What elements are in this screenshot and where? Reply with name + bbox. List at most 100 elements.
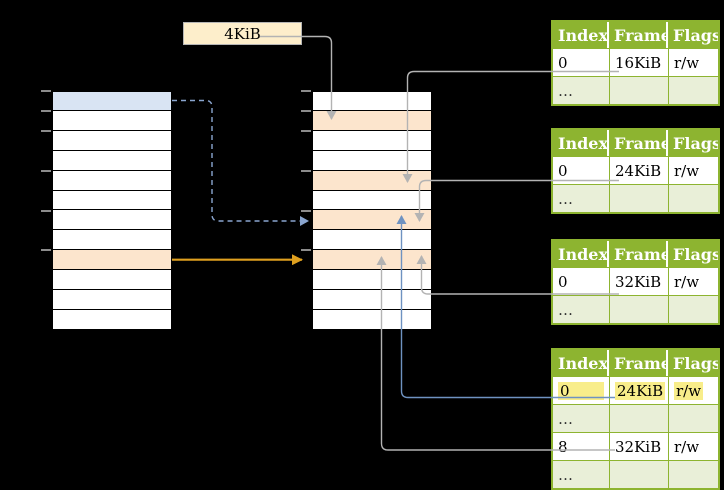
page-size-label-box: 4KiB (183, 22, 302, 45)
tick-mark (301, 129, 311, 132)
frame-cell-2 (312, 110, 432, 131)
table-cell: 8 (553, 432, 609, 460)
tick-mark (301, 169, 311, 172)
table-cell (668, 404, 718, 432)
table-row: 0 24KiB r/w (553, 376, 718, 404)
virtual-page-cell-1 (52, 91, 172, 111)
table-cell (668, 184, 718, 212)
table-cell: … (553, 76, 609, 104)
table-cell: 24KiB (609, 156, 668, 184)
frame-cell-6 (312, 190, 432, 211)
column-header-frame: Frame (609, 241, 668, 267)
table-cell: … (553, 404, 609, 432)
highlighted-value: r/w (674, 381, 704, 400)
table-row: … (553, 460, 718, 488)
table-cell: r/w (668, 156, 718, 184)
table-cell: 32KiB (609, 267, 668, 295)
frame-cell-12 (312, 309, 432, 330)
column-header-flags: Flags (668, 130, 718, 156)
frame-cell-11 (312, 290, 432, 310)
table-cell (609, 404, 668, 432)
table-cell (609, 184, 668, 212)
table-cell: 0 (553, 376, 609, 404)
table-cell (668, 460, 718, 488)
virtual-page-cell-2 (52, 110, 172, 131)
column-header-flags: Flags (668, 22, 718, 48)
frame-cell-9 (312, 250, 432, 271)
virtual-page-cell-5 (52, 170, 172, 191)
virtual-page-cell-6 (52, 190, 172, 211)
table-cell: … (553, 460, 609, 488)
tick-mark (41, 209, 51, 212)
table-row: … (553, 76, 718, 104)
tick-mark (301, 209, 311, 212)
frame-cell-5 (312, 170, 432, 191)
table-row: … (553, 404, 718, 432)
table-cell: r/w (668, 48, 718, 76)
table-cell: 24KiB (609, 376, 668, 404)
tick-mark (41, 129, 51, 132)
table-cell: r/w (668, 267, 718, 295)
virtual-page-cell-4 (52, 150, 172, 171)
frame-cell-3 (312, 130, 432, 151)
table-cell: … (553, 295, 609, 323)
table-cell: … (553, 184, 609, 212)
column-header-frame: Frame (609, 130, 668, 156)
column-header-index: Index (553, 22, 609, 48)
table-row: … (553, 184, 718, 212)
table-cell: r/w (668, 432, 718, 460)
table-cell (609, 76, 668, 104)
column-header-index: Index (553, 241, 609, 267)
table-cell: 0 (553, 156, 609, 184)
frame-cell-10 (312, 270, 432, 291)
column-header-flags: Flags (668, 350, 718, 376)
table-cell: 32KiB (609, 432, 668, 460)
page-size-label: 4KiB (224, 24, 261, 43)
tick-mark (301, 249, 311, 252)
physical-memory-column (312, 91, 432, 330)
virtual-memory-column (52, 91, 172, 330)
tick-mark (41, 249, 51, 252)
virtual-page-cell-11 (52, 290, 172, 310)
virtual-page-cell-12 (52, 309, 172, 330)
table-cell: 0 (553, 48, 609, 76)
virtual-page-cell-3 (52, 130, 172, 151)
virtual-page-cell-10 (52, 270, 172, 291)
column-header-frame: Frame (609, 22, 668, 48)
frame-cell-7 (312, 210, 432, 231)
tick-mark (41, 90, 51, 92)
table-cell: 0 (553, 267, 609, 295)
column-header-index: Index (553, 350, 609, 376)
column-header-index: Index (553, 130, 609, 156)
virtual-page-cell-7 (52, 210, 172, 231)
column-header-frame: Frame (609, 350, 668, 376)
virtual-page-cell-9 (52, 250, 172, 271)
table-cell: 16KiB (609, 48, 668, 76)
frame-cell-4 (312, 150, 432, 171)
tick-mark (41, 109, 51, 112)
table-cell (609, 460, 668, 488)
highlighted-value: 0 (558, 381, 604, 400)
virtual-page-cell-8 (52, 230, 172, 251)
tick-mark (41, 169, 51, 172)
frame-cell-1 (312, 91, 432, 111)
tick-mark (301, 109, 311, 112)
frame-cell-8 (312, 230, 432, 251)
column-header-flags: Flags (668, 241, 718, 267)
tick-mark (301, 90, 311, 92)
table-row: … (553, 295, 718, 323)
arrow-virtual-page-to-frame-dashed (172, 99, 309, 226)
table-cell: r/w (668, 376, 718, 404)
